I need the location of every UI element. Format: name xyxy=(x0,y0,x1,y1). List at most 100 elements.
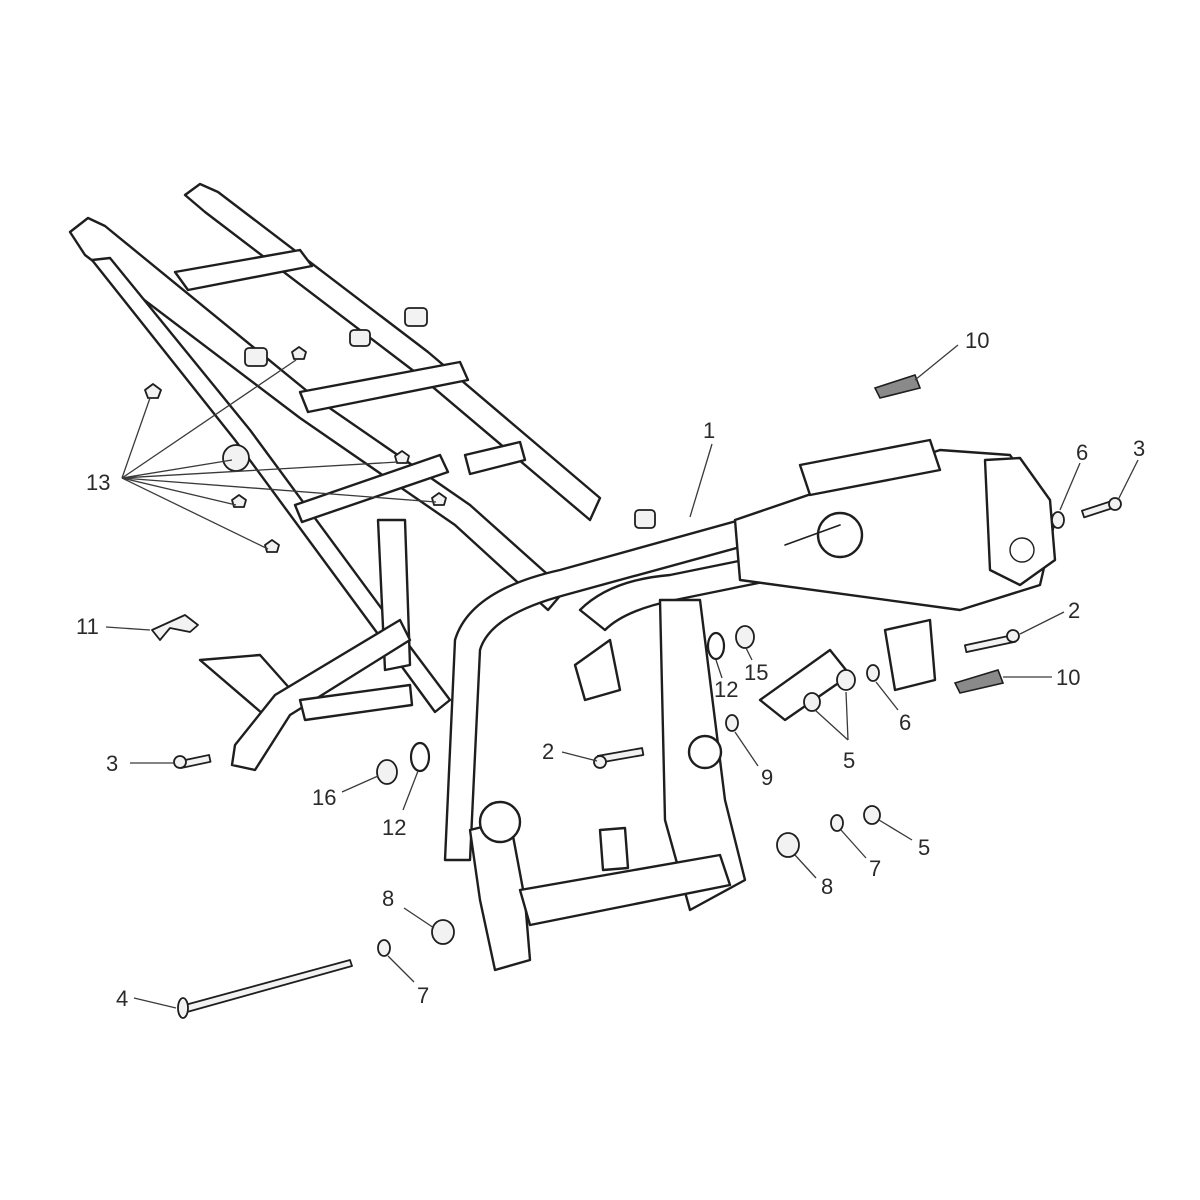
leader-6-lower xyxy=(875,681,899,711)
spacer-8-left xyxy=(431,919,455,945)
rear-cross-member xyxy=(173,248,314,292)
leader-4 xyxy=(133,997,177,1009)
callout-13: 13 xyxy=(86,470,110,495)
bolt-3-front xyxy=(1081,497,1122,519)
clip-group xyxy=(144,346,447,553)
bolt-2-front xyxy=(964,629,1020,654)
callout-11: 11 xyxy=(76,614,99,639)
bolt-2-mid-head xyxy=(593,755,607,769)
callout-3-front: 3 xyxy=(1133,436,1145,461)
engine-mount-right xyxy=(758,648,852,722)
bolt-3-rear-head xyxy=(173,755,187,769)
leader-13-d xyxy=(121,477,437,503)
leader-6-front xyxy=(1059,462,1081,511)
subframe-boss-4 xyxy=(634,509,656,529)
engine-mount-left xyxy=(573,638,622,702)
main-frame xyxy=(68,182,1057,972)
subframe-left-lower-rail xyxy=(90,256,452,714)
clip-13-b xyxy=(291,346,307,360)
leader-2-mid xyxy=(561,751,598,762)
leader-9 xyxy=(734,731,759,767)
rubber-pad-10-lower xyxy=(953,669,1005,694)
mid-cross-member xyxy=(293,453,450,524)
leader-5-a xyxy=(845,691,849,741)
callout-7-left: 7 xyxy=(417,983,429,1008)
subframe-boss-3 xyxy=(349,329,371,347)
leader-2-front xyxy=(1019,611,1065,635)
through-bolt-4 xyxy=(177,959,353,1019)
callout-2-mid: 2 xyxy=(542,739,554,764)
o-ring-12-right xyxy=(706,631,726,661)
through-bolt-4-shank xyxy=(184,959,353,1013)
through-bolt-4-head xyxy=(177,997,189,1019)
leader-12-left xyxy=(402,770,419,811)
short-cross-tube xyxy=(463,440,527,476)
leader-1 xyxy=(689,443,713,518)
steering-boss xyxy=(816,511,864,559)
washer-6-front xyxy=(1051,511,1065,529)
lower-cross-tube xyxy=(298,683,414,722)
leader-11 xyxy=(105,626,151,631)
callout-3-rear: 3 xyxy=(106,751,118,776)
spacer-8-right xyxy=(776,832,800,858)
clip-13-f xyxy=(264,539,280,553)
clip-13-g xyxy=(222,444,250,472)
callout-4: 4 xyxy=(116,986,128,1011)
bolt-2-mid xyxy=(593,747,645,769)
bolt-2-front-head xyxy=(1006,629,1020,643)
nut-5-a xyxy=(836,669,856,691)
callout-2-front: 2 xyxy=(1068,598,1080,623)
callout-8-right: 8 xyxy=(821,874,833,899)
washer-9 xyxy=(725,714,739,732)
clip-13-c xyxy=(394,450,410,464)
bush-16 xyxy=(376,759,398,785)
headstock-top-bracket xyxy=(798,438,942,497)
leader-13-a xyxy=(121,397,151,479)
leader-12-right xyxy=(715,659,723,679)
nut-5-b xyxy=(803,692,821,712)
callout-9: 9 xyxy=(761,765,773,790)
clip-13-a xyxy=(144,383,162,399)
callout-6-lower: 6 xyxy=(899,710,911,735)
bush-15 xyxy=(735,625,755,649)
bolt-3-rear xyxy=(173,754,212,769)
callout-12-left: 12 xyxy=(382,815,406,840)
swingarm-pivot-cross xyxy=(518,853,732,927)
right-pivot-boss xyxy=(687,734,723,770)
leader-15 xyxy=(745,647,753,661)
leader-13-c xyxy=(121,461,399,479)
bolt-3-front-head xyxy=(1108,497,1122,511)
nut-5-c xyxy=(863,805,881,825)
subframe-boss-1 xyxy=(244,347,268,367)
callout-1: 1 xyxy=(703,418,715,443)
leader-13-g xyxy=(121,459,233,479)
washer-7-right xyxy=(830,814,844,832)
headstock-plate xyxy=(983,456,1057,587)
leader-13-b xyxy=(121,359,297,479)
leader-5-b xyxy=(814,709,849,741)
engine-mount-front xyxy=(883,618,937,692)
leader-7-left xyxy=(387,955,415,983)
leader-lines xyxy=(105,344,1139,1009)
left-pivot-boss xyxy=(478,800,522,844)
clip-13-e xyxy=(231,494,247,508)
rubber-pad-10-upper xyxy=(873,374,922,399)
pivot-bracket xyxy=(598,826,630,872)
headstock-hole xyxy=(1009,537,1035,563)
callout-10-lower: 10 xyxy=(1056,665,1080,690)
callout-labels: 1 2 2 3 3 4 5 5 6 6 7 7 8 8 9 10 10 11 1… xyxy=(76,328,1145,1011)
callout-12-right: 12 xyxy=(714,677,738,702)
o-ring-12-left xyxy=(409,741,431,773)
leader-13-f xyxy=(121,477,269,550)
leader-13-e xyxy=(121,477,237,506)
leader-8-right xyxy=(794,854,817,879)
callout-7-right: 7 xyxy=(869,856,881,881)
callout-5-mid: 5 xyxy=(843,748,855,773)
callout-16: 16 xyxy=(312,785,336,810)
leader-16 xyxy=(341,775,379,793)
callout-10-upper: 10 xyxy=(965,328,989,353)
lower-brace xyxy=(230,618,412,772)
leader-10-upper xyxy=(914,344,959,381)
